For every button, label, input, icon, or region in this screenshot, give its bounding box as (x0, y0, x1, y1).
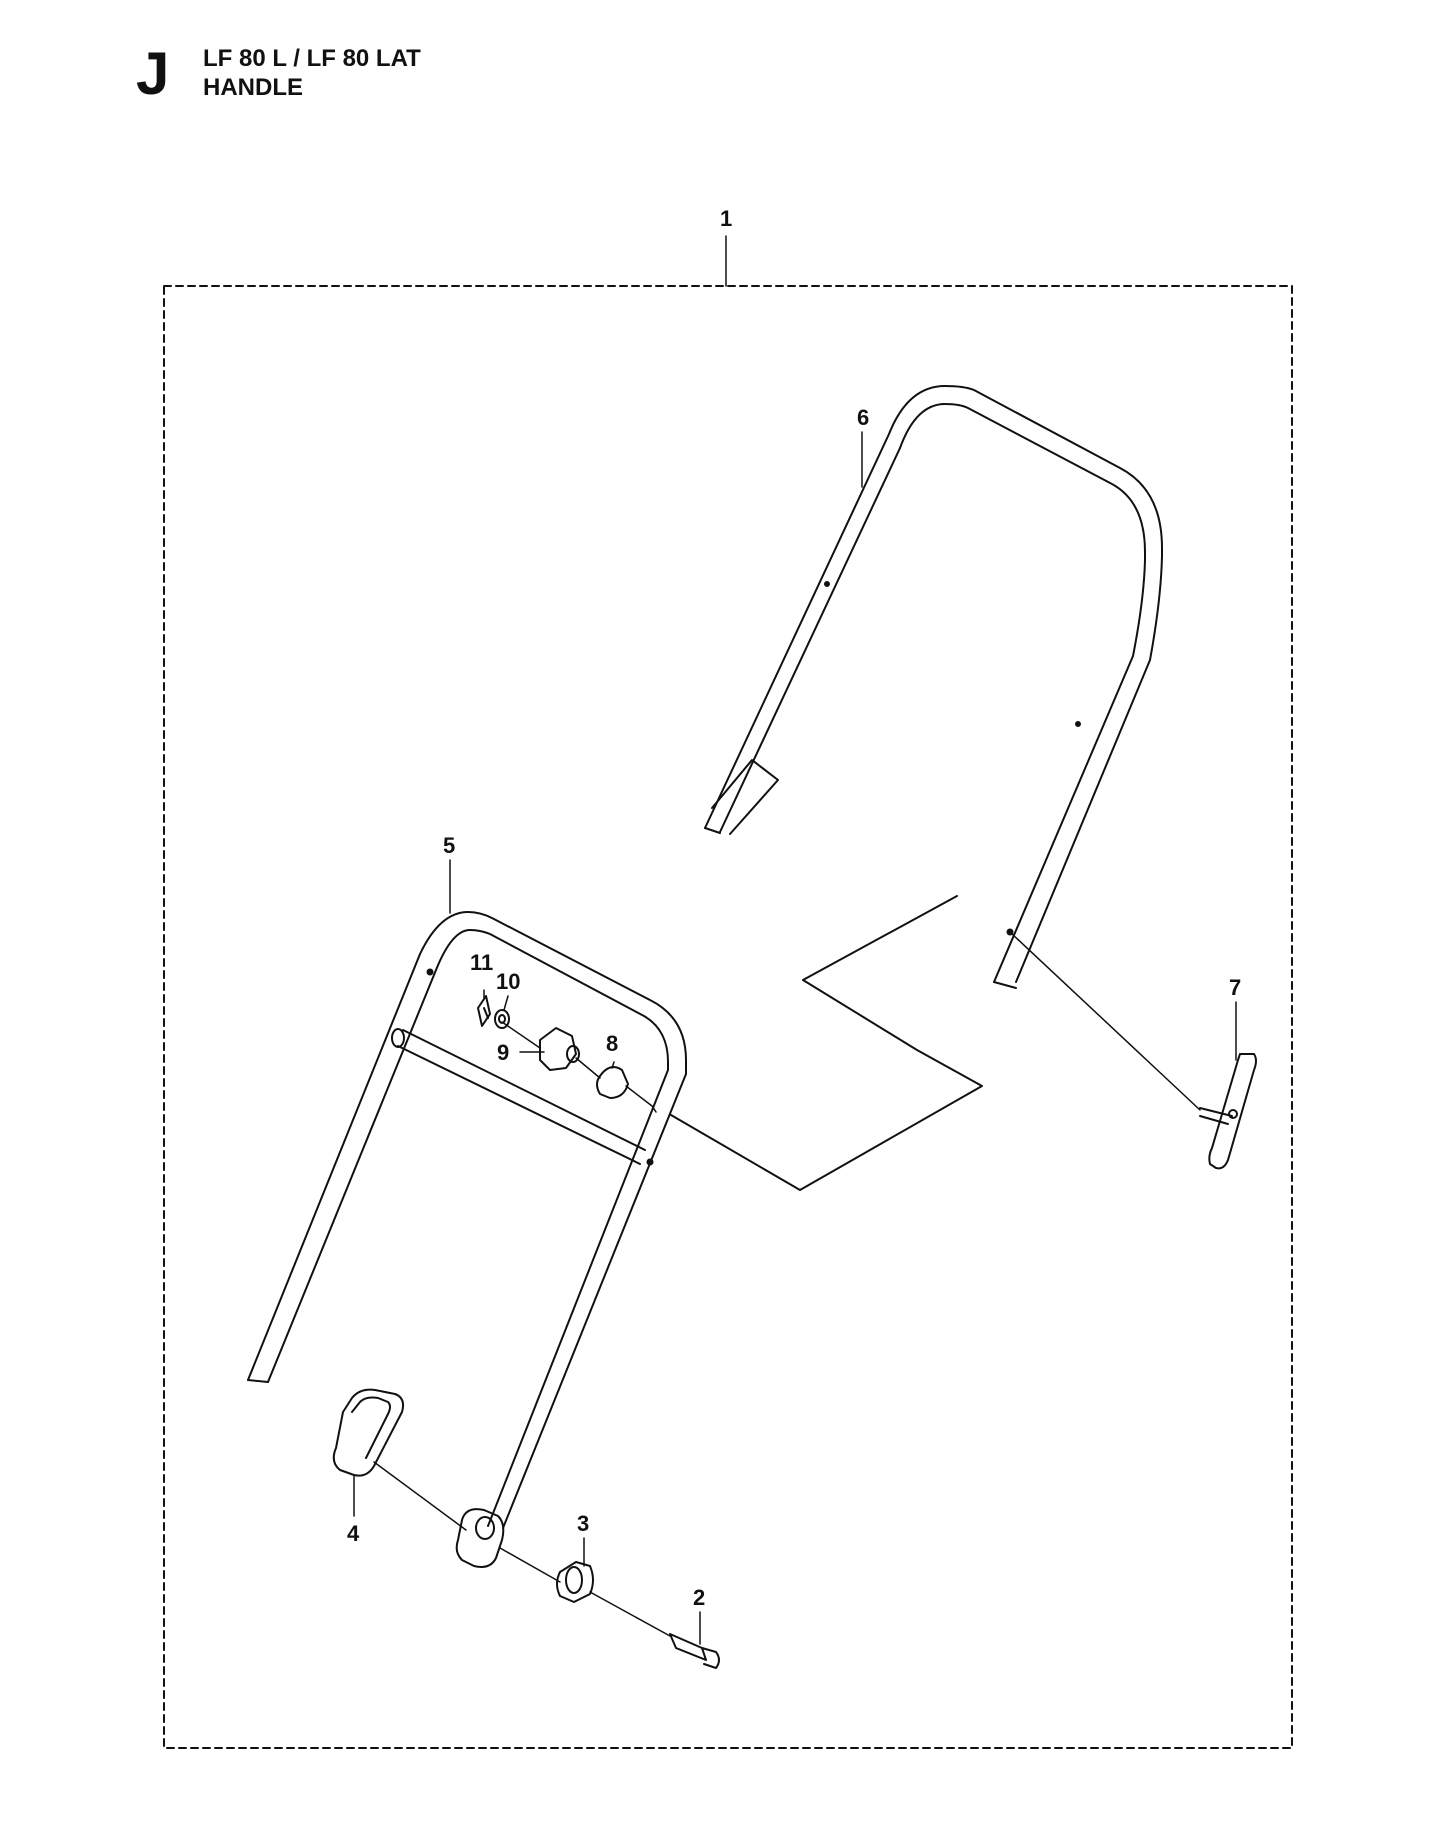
callout-8: 8 (606, 1031, 618, 1056)
callout-11: 11 (470, 950, 493, 975)
model-title: LF 80 L / LF 80 LAT (203, 45, 421, 72)
assembly-axis-lines (373, 932, 1201, 1637)
callout-4: 4 (347, 1521, 360, 1546)
assembly-frame (163, 285, 1293, 1749)
clip-part (477, 995, 491, 1027)
callout-5: 5 (443, 833, 455, 858)
callout-10: 10 (496, 969, 520, 994)
washer-part (494, 1009, 510, 1029)
cap-part (596, 1066, 629, 1099)
screw-part (669, 1633, 720, 1669)
callout-9: 9 (497, 1040, 509, 1065)
leader-lines (353, 235, 1237, 1645)
spacer-part (556, 1561, 594, 1603)
upper-handle-part (704, 385, 1163, 989)
section-title: HANDLE (203, 74, 303, 101)
handle-clamp-part (332, 1388, 405, 1477)
callout-1: 1 (720, 206, 732, 231)
callout-2: 2 (693, 1585, 705, 1610)
handle-pivot-part (455, 1508, 505, 1568)
callout-6: 6 (857, 405, 869, 430)
callout-3: 3 (577, 1511, 589, 1536)
projection-plane-upper (670, 895, 983, 1191)
knob-part (539, 1027, 580, 1071)
callout-7: 7 (1229, 975, 1241, 1000)
lower-handle-part (247, 911, 687, 1529)
section-letter: J (136, 40, 170, 107)
cam-lever-part (1199, 1053, 1257, 1170)
